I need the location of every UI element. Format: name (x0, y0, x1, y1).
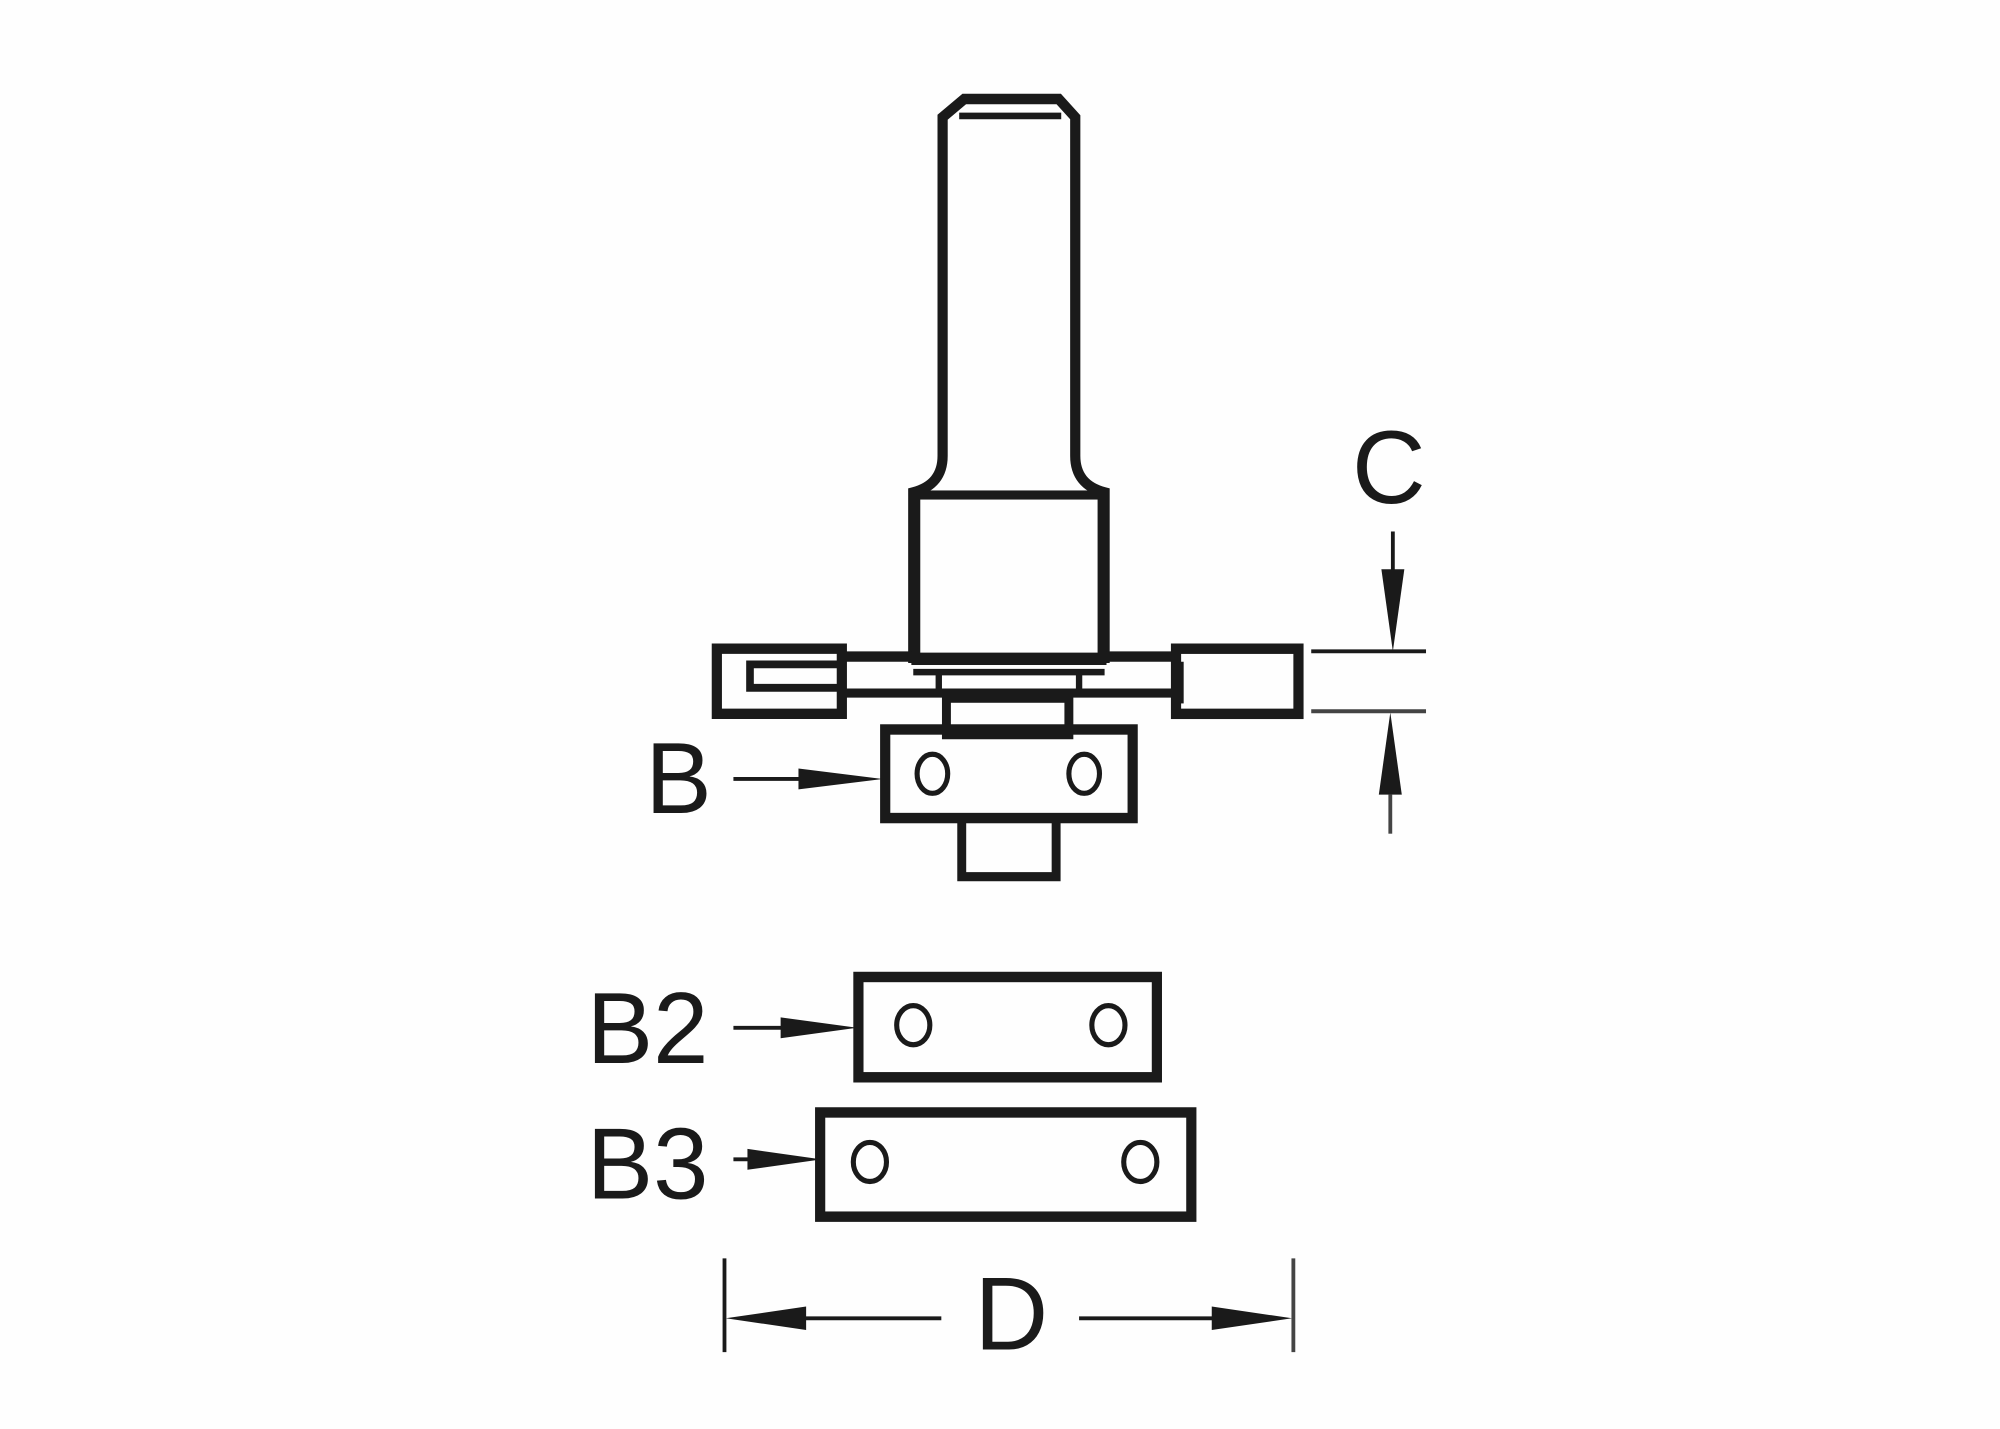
bearing-b2 (853, 971, 1162, 1083)
shank (908, 93, 1110, 664)
left-cutter-blade (711, 643, 847, 720)
arrowhead-c-top (1381, 569, 1405, 652)
bearing-b3 (815, 1107, 1197, 1222)
label-d: D (974, 1256, 1048, 1372)
hub-plate (841, 651, 1177, 698)
arrowhead-c-bottom (1378, 712, 1402, 795)
arrowhead-b2 (780, 1017, 858, 1039)
dimension-d (722, 1258, 1296, 1353)
leader-arrows (733, 777, 817, 1162)
arrowhead-b3 (747, 1148, 822, 1170)
arrowhead-d-left (725, 1306, 807, 1330)
arrowhead-b (798, 768, 883, 790)
dimension-c (1311, 531, 1427, 834)
label-c: C (1352, 409, 1426, 525)
cutter-body (911, 490, 1107, 665)
bearing-b (880, 724, 1138, 824)
label-b3: B3 (587, 1107, 709, 1220)
arrowhead-d-right (1211, 1306, 1293, 1330)
label-b2: B2 (587, 972, 709, 1085)
right-cutter-blade (1170, 643, 1304, 720)
bottom-pilot (957, 813, 1061, 882)
label-b: B (645, 722, 711, 835)
